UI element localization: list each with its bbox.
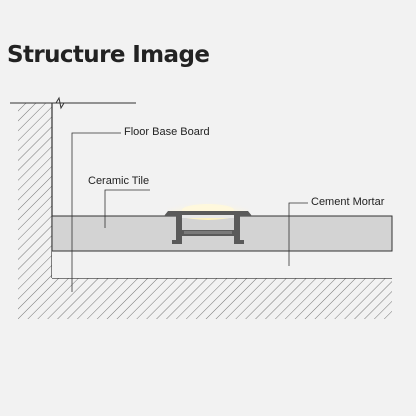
cement-mortar-layer bbox=[52, 250, 392, 278]
cement-mortar-label: Cement Mortar bbox=[311, 196, 385, 208]
subfloor-section bbox=[52, 277, 392, 319]
ceramic-tile-label: Ceramic Tile bbox=[88, 175, 150, 187]
floor-base-board-label: Floor Base Board bbox=[124, 126, 210, 138]
floor-base-board-profile bbox=[164, 211, 252, 244]
page-title: Structure Image bbox=[7, 42, 210, 68]
wall-section bbox=[10, 96, 136, 319]
leader-lines bbox=[71, 132, 308, 292]
